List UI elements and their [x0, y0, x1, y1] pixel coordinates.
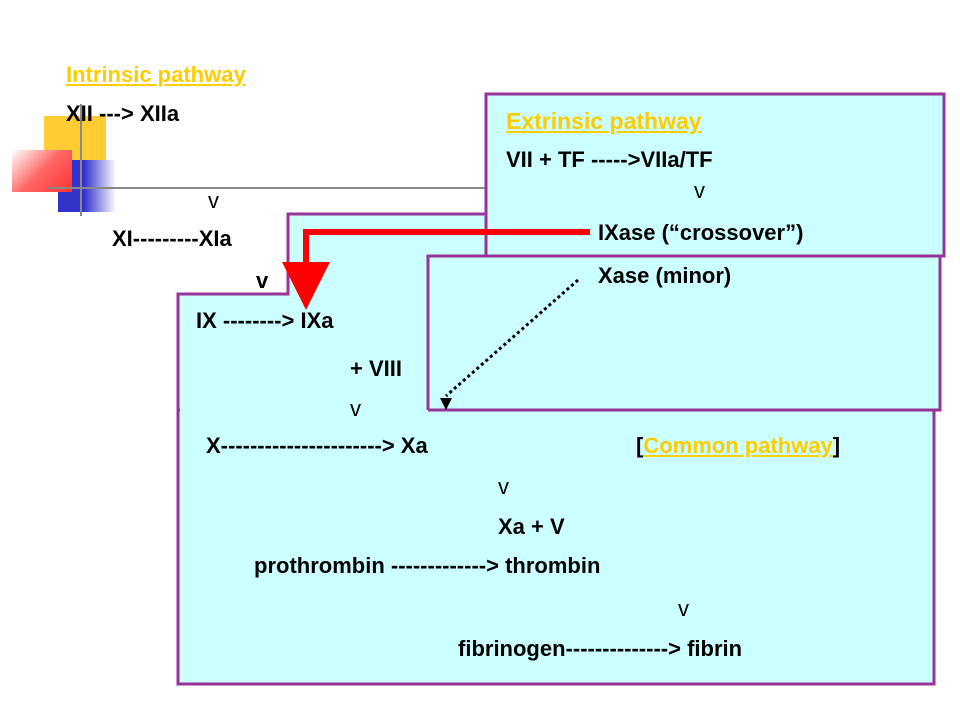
deco-horizontal-line — [48, 187, 488, 189]
common-bracket-close: ] — [832, 433, 841, 458]
intrinsic-arrow-2: v — [256, 268, 269, 293]
common-step-x: X----------------------> Xa — [206, 433, 428, 458]
common-arrow-2: v — [678, 596, 689, 621]
common-step-prothrombin: prothrombin -------------> thrombin — [254, 553, 601, 578]
intrinsic-arrow-1: v — [208, 188, 219, 213]
extrinsic-arrow-1: v — [694, 178, 705, 203]
intrinsic-step-ix: IX --------> IXa — [196, 308, 334, 333]
common-pathway-title[interactable]: Common pathway — [643, 433, 833, 458]
common-pathway-label: [Common pathway] — [636, 435, 840, 457]
common-arrow-1: v — [498, 474, 509, 499]
deco-red-square — [12, 150, 72, 192]
extrinsic-step-vii: VII + TF ----->VIIa/TF — [506, 147, 713, 172]
xase-minor-dotted-arrow — [445, 278, 579, 398]
common-bracket-open: [ — [636, 433, 644, 458]
extrinsic-xase-minor: Xase (minor) — [598, 263, 732, 288]
intrinsic-step-xii: XII ---> XIIa — [66, 101, 180, 126]
crossover-arrow — [282, 229, 590, 310]
intrinsic-arrow-3: v — [350, 396, 361, 421]
intrinsic-cofactor-viii: + VIII — [350, 356, 402, 381]
intrinsic-pathway-title[interactable]: Intrinsic pathway — [66, 62, 246, 87]
extrinsic-pathway-title[interactable]: Extrinsic pathway — [506, 108, 702, 134]
intrinsic-step-xi: XI---------XIa — [112, 226, 232, 251]
dotted-arrow-head — [440, 398, 452, 410]
common-step-xa-v: Xa + V — [498, 514, 565, 539]
common-step-fibrinogen: fibrinogen--------------> fibrin — [458, 636, 743, 661]
extrinsic-ixase-crossover: IXase (“crossover”) — [598, 220, 804, 245]
extrinsic-panel — [484, 92, 946, 258]
deco-vertical-line — [80, 104, 82, 216]
